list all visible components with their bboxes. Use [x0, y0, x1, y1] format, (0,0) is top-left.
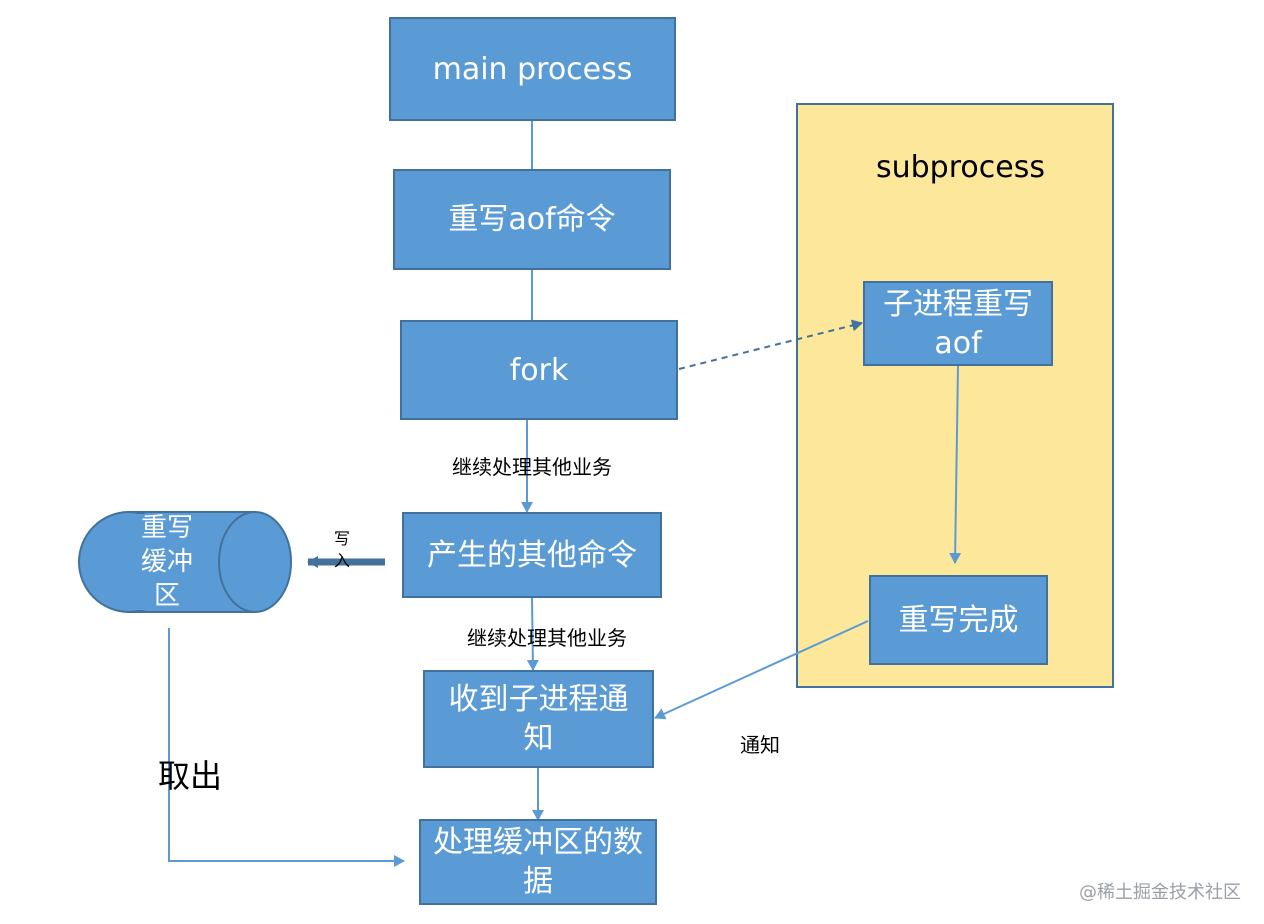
node-rewrite-aof-command: 重写aof命令 — [393, 169, 671, 270]
buffer-cylinder — [78, 511, 292, 613]
node-child-rewrite: 子进程重写aof — [863, 281, 1053, 366]
label-continue-2: 继续处理其他业务 — [467, 626, 627, 650]
edge-fork-to-child — [678, 319, 863, 370]
label-continue-1: 继续处理其他业务 — [452, 455, 612, 479]
node-other-commands: 产生的其他命令 — [402, 512, 662, 598]
node-notified: 收到子进程通知 — [423, 670, 654, 768]
node-process-buffer: 处理缓冲区的数据 — [419, 819, 657, 905]
edge-buffer-to-process — [168, 628, 405, 867]
label-write-in: 写入 — [334, 529, 351, 571]
node-rewrite-done: 重写完成 — [869, 575, 1048, 665]
buffer-label: 重写缓冲区 — [140, 513, 193, 611]
label-notify: 通知 — [740, 733, 780, 757]
label-take-out: 取出 — [158, 757, 223, 795]
node-fork: fork — [400, 320, 678, 420]
edge-done-to-notified — [654, 620, 869, 720]
node-main-process: main process — [389, 17, 676, 121]
edge-child-to-done — [949, 365, 962, 564]
edge-other-to-notified — [526, 597, 539, 671]
subprocess-title: subprocess — [876, 150, 1045, 185]
watermark: @稀土掘金技术社区 — [1079, 882, 1241, 903]
